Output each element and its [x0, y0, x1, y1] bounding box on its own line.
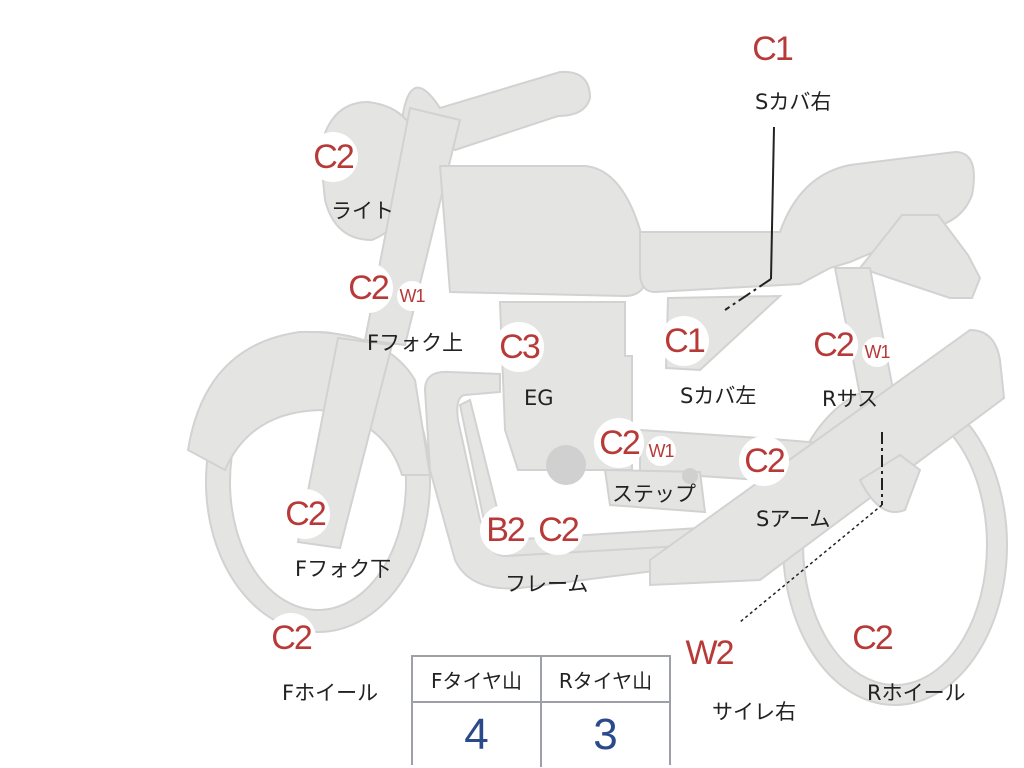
muffler-right-label: サイレ右 — [712, 700, 796, 724]
light-label: ライト — [331, 199, 394, 223]
footpeg-shape — [603, 468, 707, 514]
tire-tread-table: Fタイヤ山 Rタイヤ山 4 3 — [411, 655, 671, 767]
f-fork-upper-sub-badge: W1 — [397, 281, 427, 311]
r-wheel-label: Rホイール — [867, 681, 966, 705]
step-sub-badge: W1 — [646, 436, 676, 466]
f-fork-lower-label: Fフォク下 — [295, 557, 392, 581]
swing-arm-label: Sアーム — [756, 507, 831, 531]
s-cover-left-label: Sカバ左 — [680, 384, 757, 408]
rear-tread-value: 3 — [540, 703, 669, 767]
engine-grade-badge: C3 — [494, 322, 544, 372]
r-wheel-grade-badge: C2 — [847, 613, 897, 663]
light-grade-badge: C2 — [308, 132, 358, 182]
r-suspension-grade-badge: C2 — [808, 320, 858, 370]
f-wheel-label: Fホイール — [282, 681, 379, 705]
leader-muffler — [739, 504, 883, 623]
frame-grade-badge-2: C2 — [533, 505, 583, 555]
f-fork-upper-grade-badge: C2 — [343, 263, 393, 313]
leader-s-cover-right — [770, 126, 775, 280]
f-wheel-grade-badge: C2 — [266, 613, 316, 663]
step-grade-badge: C2 — [594, 418, 644, 468]
engine-cover-shape — [546, 445, 586, 485]
engine-label: EG — [524, 386, 554, 410]
muffler-right-grade-badge: W2 — [684, 628, 735, 678]
s-cover-left-grade-badge: C1 — [659, 316, 709, 366]
r-suspension-label: Rサス — [822, 387, 879, 411]
muffler-end-shape — [858, 453, 922, 513]
seat-shape — [639, 150, 975, 294]
tail-shape — [858, 214, 982, 299]
frame-label: フレーム — [505, 572, 589, 596]
f-fork-lower-grade-badge: C2 — [280, 489, 330, 539]
s-cover-right-grade-badge: C1 — [747, 24, 797, 74]
tire-tread-table-header-row: Fタイヤ山 Rタイヤ山 — [413, 657, 669, 703]
front-tread-value: 4 — [464, 710, 489, 759]
step-label: ステップ — [612, 482, 696, 506]
r-suspension-sub-badge: W1 — [862, 337, 892, 367]
tire-tread-table-value-row: 4 3 — [413, 703, 669, 767]
f-fork-upper-label: Fフォク上 — [367, 331, 464, 355]
step-bolt-shape — [682, 468, 698, 484]
rear-tread-header: Rタイヤ山 — [540, 657, 669, 701]
fuel-tank-shape — [438, 165, 650, 298]
front-tread-header: Fタイヤ山 — [431, 668, 522, 693]
s-cover-right-label: Sカバ右 — [755, 90, 832, 114]
frame-grade-badge-1: B2 — [480, 505, 530, 555]
leader-s-cover-right-dash — [724, 278, 772, 311]
swing-arm-grade-badge: C2 — [739, 436, 789, 486]
